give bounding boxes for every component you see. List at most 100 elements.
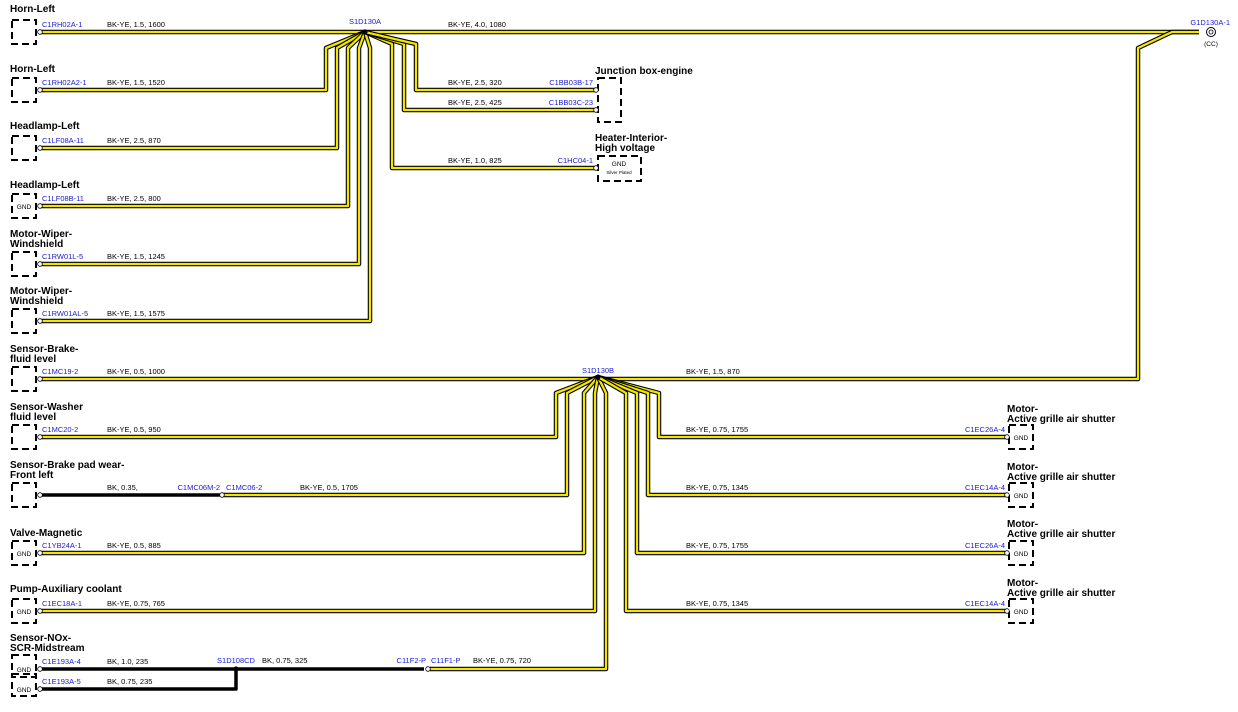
component-box-left-1: [11, 77, 37, 103]
component-box-left-8: [11, 482, 37, 508]
wire-pump: [40, 376, 600, 613]
wire-left-4: [40, 31, 367, 266]
wire-label: BK-YE, 2.5, 425: [448, 98, 502, 107]
wire-left-2: [40, 31, 366, 150]
connector-id: C1E193A-5: [42, 677, 81, 686]
wire-label: BK, 1.0, 235: [107, 657, 148, 666]
component-box-left-5: [11, 308, 37, 334]
component-box-left-2: [11, 135, 37, 161]
wire-label: BK-YE, 2.5, 800: [107, 194, 161, 203]
wire-jb-1: [364, 30, 596, 92]
component-title: Motor-: [1007, 578, 1038, 589]
component-box-heater: [597, 155, 642, 182]
splice-cd-dot: [233, 666, 239, 672]
component-title: Windshield: [10, 239, 63, 250]
gnd-label: GND: [17, 551, 32, 558]
pin-terminal: [37, 376, 43, 382]
component-title: Headlamp-Left: [10, 121, 80, 132]
wire-label: BK-YE, 0.75, 1345: [686, 599, 748, 608]
inline-pin: [219, 492, 225, 498]
connector-id: C1EC14A-4: [965, 483, 1005, 492]
connector-id: C1RW01L-5: [42, 252, 83, 261]
splice-cd-label: S1D108CD: [217, 656, 256, 665]
wire-label: BK-YE, 0.5, 1000: [107, 367, 165, 376]
component-box-left-3: [11, 193, 37, 219]
wire-trunk-b-outline: [598, 29, 1199, 382]
component-box-left-10: [11, 598, 37, 624]
wire-label: BK-YE, 0.75, 765: [107, 599, 165, 608]
pin-terminal: [37, 203, 43, 209]
gnd-label: GND: [17, 687, 32, 694]
component-title: Heater-Interior-: [595, 133, 667, 144]
component-title: Valve-Magnetic: [10, 528, 83, 539]
pin-terminal: [37, 550, 43, 556]
gnd-sub-label: Silver Plated: [606, 170, 632, 175]
wire-label: BK, 0.75, 235: [107, 677, 152, 686]
wire-left-1-outline: [40, 29, 366, 93]
gnd-label: GND: [17, 667, 32, 674]
gnd-label: GND: [1014, 551, 1029, 558]
ground-point-id: G1D130A-1: [1190, 18, 1230, 27]
component-title: Active grille air shutter: [1007, 588, 1115, 599]
connector-id: C1EC26A-4: [965, 425, 1005, 434]
component-box-left-0: [11, 19, 37, 45]
wire-left-3-outline: [40, 30, 367, 209]
inline-connector-id: C1MC06-2: [226, 483, 262, 492]
component-title: Sensor-Washer: [10, 402, 83, 413]
wire-label: BK-YE, 0.5, 885: [107, 541, 161, 550]
connector-id: C1RW01AL-5: [42, 309, 88, 318]
inline-connector-id: C1MC06M-2: [177, 483, 220, 492]
pin-terminal: [37, 666, 43, 672]
component-title: SCR-Midstream: [10, 643, 85, 654]
component-title: fluid level: [10, 354, 56, 365]
pin-terminal: [37, 686, 43, 692]
component-title: Motor-: [1007, 404, 1038, 415]
component-title: Pump-Auxiliary coolant: [10, 584, 122, 595]
connector-id: C1EC14A-4: [965, 599, 1005, 608]
component-title: Horn-Left: [10, 4, 56, 15]
splice-b-label: S1D130B: [582, 366, 614, 375]
component-title: Motor-: [1007, 462, 1038, 473]
component-title: Front left: [10, 470, 54, 481]
component-title: Sensor-Brake pad wear-: [10, 460, 125, 471]
wire-label: BK-YE, 0.5, 950: [107, 425, 161, 434]
inline-pin: [425, 666, 431, 672]
wire-brake-pad: [222, 375, 599, 497]
pin-terminal: [37, 261, 43, 267]
connector-id: C1MC20-2: [42, 425, 78, 434]
connector-id: C1MC19-2: [42, 367, 78, 376]
pin-terminal: [37, 434, 43, 440]
wire-label: BK-YE, 1.5, 1245: [107, 252, 165, 261]
wire-label-trunk-b: BK-YE, 1.5, 870: [686, 367, 740, 376]
pin-terminal: [1004, 608, 1010, 614]
connector-id: C1EC26A-4: [965, 541, 1005, 550]
pin-terminal: [593, 165, 599, 171]
inline-connector-id: C11F2-P: [397, 656, 426, 665]
wire-left-3: [40, 31, 366, 208]
gnd-label: GND: [612, 161, 627, 168]
component-box-left-4: [11, 251, 37, 277]
connector-id: C1EC18A-1: [42, 599, 82, 608]
wire-nox-outline: [430, 375, 609, 672]
wire-label: BK-YE, 1.5, 1600: [107, 20, 165, 29]
splice-a-dot: [362, 29, 368, 35]
wire-label: BK-YE, 2.5, 320: [448, 78, 502, 87]
component-box-sensor-nox: [11, 673, 37, 697]
wire-label-trunk-a: BK-YE, 4.0, 1080: [448, 20, 506, 29]
splice-b-dot: [595, 374, 601, 380]
gnd-label: GND: [1014, 435, 1029, 442]
component-title: Active grille air shutter: [1007, 472, 1115, 483]
connector-id: C1BB03C-23: [549, 98, 593, 107]
gnd-label: GND: [1014, 493, 1029, 500]
wire-right-2: [597, 375, 1007, 555]
gnd-label: GND: [1014, 609, 1029, 616]
wire-right-3: [597, 376, 1007, 613]
wire-label: BK-YE, 0.75, 720: [473, 656, 531, 665]
wire-label: BK-YE, 0.75, 1755: [686, 541, 748, 550]
connector-id: C1LF08A-11: [42, 136, 84, 145]
component-title: Windshield: [10, 296, 63, 307]
component-title: Junction box-engine: [595, 66, 693, 77]
connector-id: C1HC04-1: [558, 156, 593, 165]
